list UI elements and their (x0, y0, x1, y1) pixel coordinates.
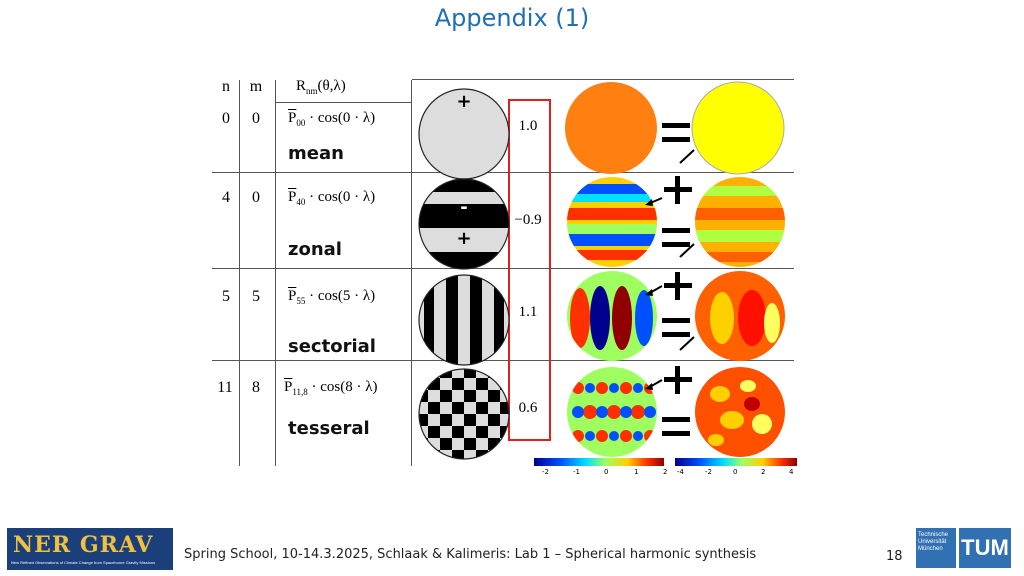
footer-text: Spring School, 10-14.3.2025, Schlaak & K… (184, 547, 757, 562)
page-number: 18 (886, 549, 903, 564)
row-m: 0 (252, 110, 260, 127)
colorbar (534, 458, 664, 466)
arrow (679, 243, 695, 258)
header-n: n (222, 78, 230, 95)
colorbar-ticks: -4 -2 0 2 4 (677, 468, 794, 476)
colorbar (675, 458, 797, 466)
sphere-sectorial (418, 274, 510, 366)
type-label: zonal (288, 239, 342, 260)
formula: P11,8 · cos(8 · λ) (284, 379, 378, 397)
header-rnm: Rnm(θ,λ) (296, 78, 346, 96)
row-divider (212, 360, 794, 361)
col-divider (411, 80, 412, 466)
plus-sign: + (456, 91, 471, 112)
arrow-head (645, 199, 653, 206)
col-divider (239, 80, 240, 466)
row-divider (212, 268, 794, 269)
minus-sign: - (460, 197, 467, 218)
slide-title: Appendix (1) (434, 4, 590, 32)
sphere-tesseral-sum (695, 367, 785, 457)
row-n: 4 (222, 189, 230, 206)
plus-operator (664, 366, 692, 394)
col-divider (275, 80, 276, 466)
sphere-sectorial-colored (567, 271, 657, 361)
plus-operator (664, 272, 692, 300)
colorbar-ticks: -2 -1 0 1 2 (542, 468, 668, 476)
nerograv-logo: NER GRAV New Refined Observations of Cli… (7, 528, 173, 570)
sphere-zonal (418, 178, 510, 270)
coefficient: 1.1 (518, 304, 538, 320)
coefficient: 0.6 (518, 400, 538, 416)
header-m: m (249, 78, 263, 95)
sphere-zonal-colored (567, 177, 657, 267)
row-m: 0 (252, 189, 260, 206)
formula: P55 · cos(5 · λ) (288, 288, 376, 306)
plus-operator (664, 176, 692, 204)
row-m: 5 (252, 288, 260, 305)
row-divider (212, 172, 794, 173)
equals-sign (662, 123, 690, 142)
arrow (679, 149, 695, 164)
table-top-rule (412, 79, 794, 80)
arrow-head (645, 383, 653, 390)
sphere-zonal-sum (695, 177, 785, 267)
row-m: 8 (252, 379, 260, 396)
row-n: 0 (222, 110, 230, 127)
type-label: sectorial (288, 336, 376, 357)
arrow-head (645, 289, 653, 296)
equals-sign (662, 318, 690, 337)
header-rule (276, 102, 412, 103)
equals-sign (662, 417, 690, 436)
type-label: tesseral (288, 418, 370, 439)
arrow (679, 336, 695, 351)
sphere-orange (565, 82, 657, 174)
type-label: mean (288, 143, 344, 164)
sphere-tesseral (418, 368, 510, 460)
equals-sign (662, 228, 690, 247)
sphere-yellow (691, 81, 785, 175)
harmonics-figure: + - + (418, 81, 797, 466)
formula: P00 · cos(0 · λ) (288, 110, 376, 128)
sphere-tesseral-colored (567, 367, 657, 457)
coefficient: −0.9 (514, 212, 542, 228)
row-n: 5 (222, 288, 230, 305)
sphere-sectorial-sum (695, 271, 785, 361)
formula: P40 · cos(0 · λ) (288, 189, 376, 207)
row-n: 11 (217, 379, 233, 396)
plus-sign: + (456, 228, 471, 249)
coefficient-box (508, 99, 551, 441)
coefficient: 1.0 (518, 118, 538, 134)
